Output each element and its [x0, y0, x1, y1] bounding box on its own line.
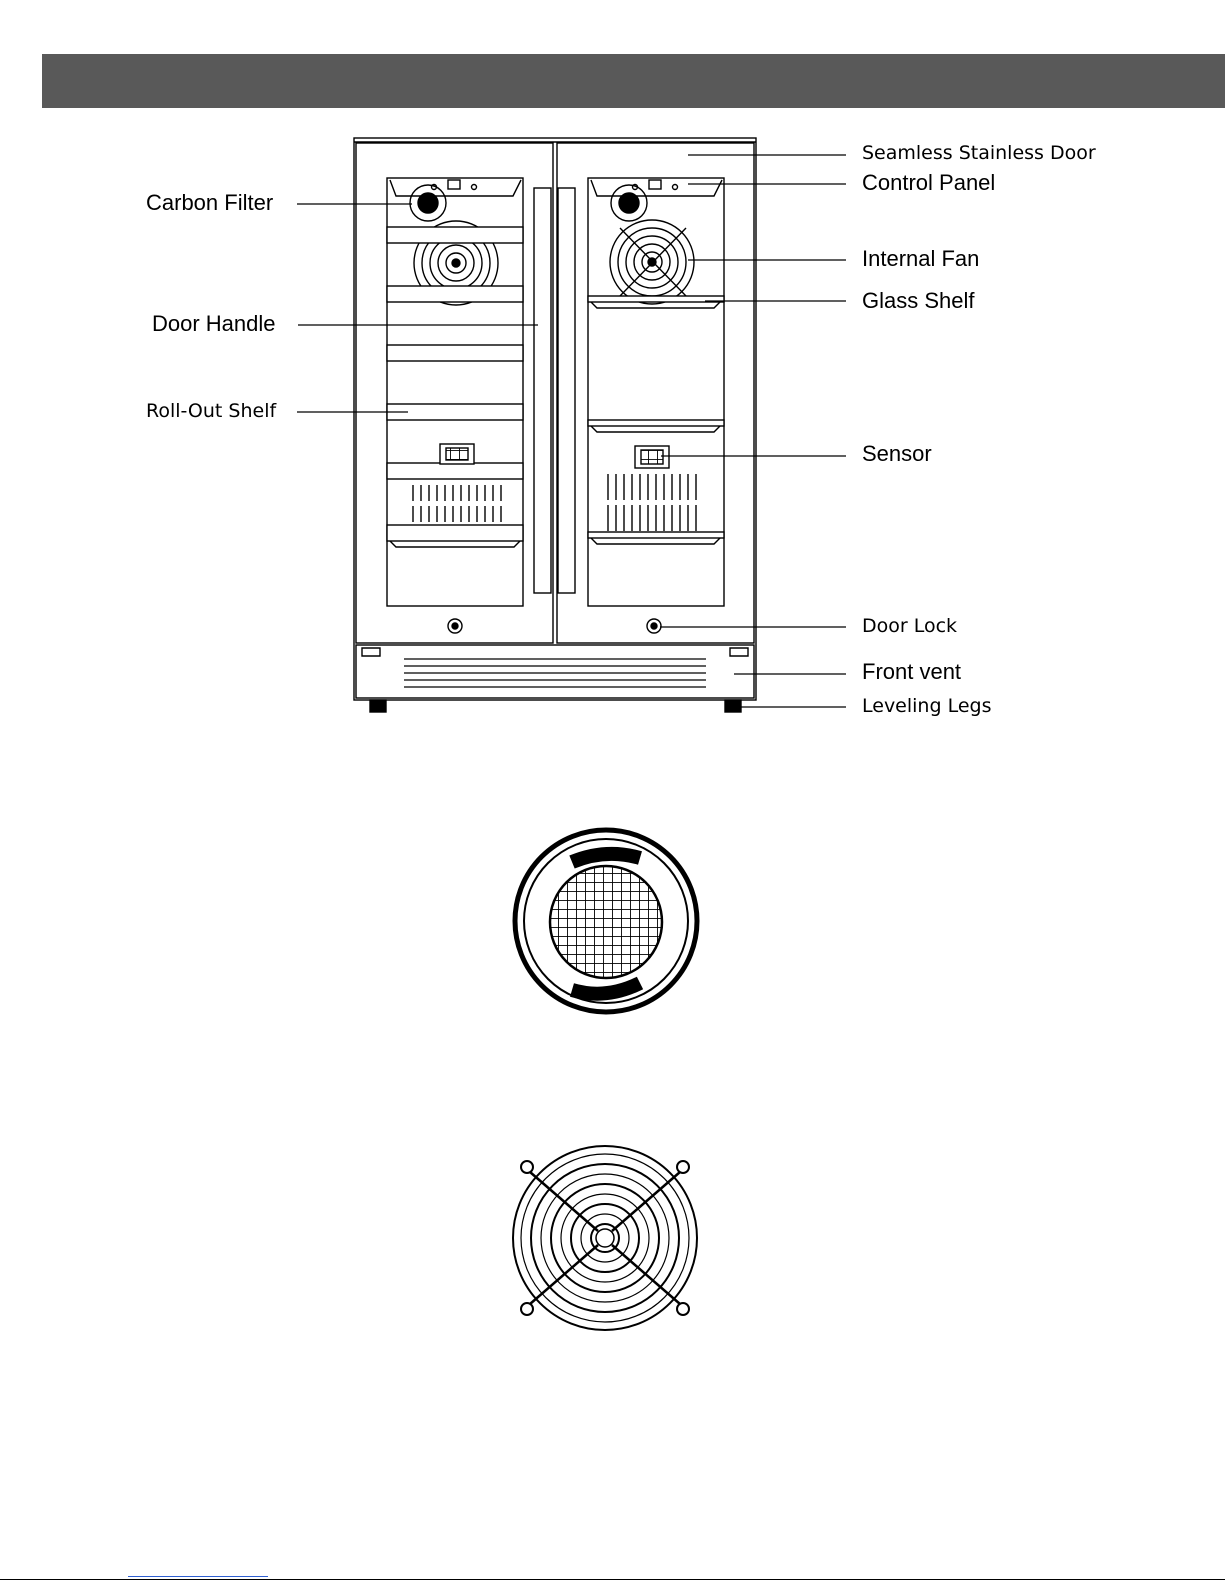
right-fan [610, 220, 694, 304]
front-vent-slots [404, 659, 706, 687]
label-carbon-filter: Carbon Filter [146, 192, 273, 214]
label-roll-out-shelf: Roll-Out Shelf [146, 402, 276, 421]
left-control-panel [390, 180, 521, 196]
label-sensor: Sensor [862, 443, 932, 465]
label-internal-fan: Internal Fan [862, 248, 979, 270]
label-door-handle: Door Handle [152, 313, 276, 335]
label-door-lock: Door Lock [862, 617, 957, 636]
right-control-panel [591, 180, 722, 196]
internal-fan-detail [513, 1146, 697, 1330]
label-glass-shelf: Glass Shelf [862, 290, 975, 312]
carbon-filter-detail [515, 830, 697, 1012]
footer-link-underline [128, 1576, 268, 1577]
label-front-vent: Front vent [862, 661, 961, 683]
right-window-vents [608, 474, 696, 531]
label-control-panel: Control Panel [862, 172, 995, 194]
right-window [588, 178, 724, 606]
footer-rule [0, 1579, 1225, 1580]
label-seamless-door: Seamless Stainless Door [862, 144, 1096, 163]
wine-cooler [354, 138, 756, 712]
right-leveling-leg [725, 700, 741, 712]
right-door-handle [558, 188, 575, 593]
label-leveling-legs: Leveling Legs [862, 697, 991, 716]
kickplate [356, 645, 754, 698]
left-shelves [387, 227, 523, 547]
left-window-vents [413, 485, 501, 522]
left-leveling-leg [370, 700, 386, 712]
left-door-handle [534, 188, 551, 593]
